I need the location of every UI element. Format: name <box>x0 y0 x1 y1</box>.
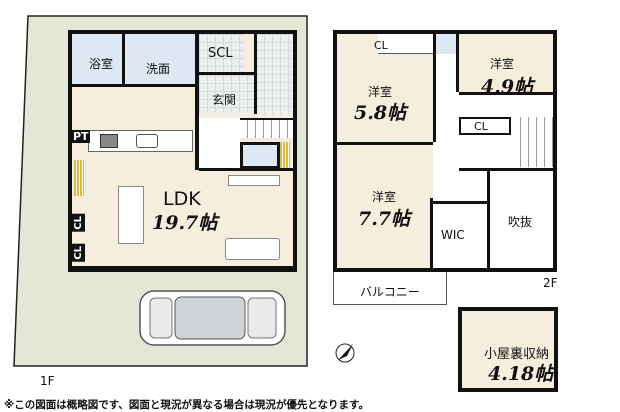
washroom <box>124 34 197 84</box>
floor2-label: 2F <box>543 276 558 290</box>
scl-room <box>199 34 244 72</box>
western-room-1-size: 5.8帖 <box>354 102 407 124</box>
western-room-3 <box>337 145 433 268</box>
toilet-2f <box>436 34 456 54</box>
attic-storage <box>458 307 558 392</box>
western-room-2 <box>459 34 553 92</box>
closet-2 <box>459 117 511 135</box>
sofa <box>225 238 280 260</box>
dining-table <box>118 186 144 244</box>
cl-label-2: CL <box>72 244 85 262</box>
ldk-size: 19.7帖 <box>152 212 218 234</box>
balcony-label: バルコニー <box>360 285 420 299</box>
stove-icon <box>100 134 118 148</box>
void-label: 吹抜 <box>508 215 533 229</box>
stairs <box>240 118 293 138</box>
western-room-3-label: 洋室 <box>372 190 397 204</box>
attic-size: 4.18帖 <box>488 363 554 385</box>
tv-board <box>228 175 280 186</box>
void-area <box>490 171 553 268</box>
entrance-room <box>199 75 254 113</box>
closet-label-2: CL <box>474 120 488 133</box>
floor1-label: 1F <box>40 374 55 388</box>
entrance-label: 玄関 <box>212 93 237 107</box>
western-room-1-label: 洋室 <box>368 85 393 99</box>
scl-label: SCL <box>208 46 233 61</box>
wic-room <box>433 201 489 268</box>
western-room-3-size: 7.7帖 <box>358 208 411 230</box>
stairs-2f <box>513 117 553 167</box>
attic-label: 小屋裏収納 <box>484 347 550 362</box>
closet-label-1: CL <box>374 39 388 52</box>
wic-label: WIC <box>441 228 465 242</box>
entry-porch <box>256 34 293 114</box>
pt-label: PT <box>72 130 90 143</box>
ldk-label: LDK <box>163 188 201 210</box>
sink-icon <box>136 134 158 148</box>
hall <box>199 118 240 170</box>
car-icon <box>139 290 286 346</box>
toilet-room <box>240 142 280 169</box>
western-room-2-size: 4.9帖 <box>481 76 534 98</box>
closet-1 <box>378 34 433 54</box>
washroom-label: 洗面 <box>146 62 171 76</box>
bath-room <box>72 34 122 84</box>
balcony <box>333 272 447 305</box>
north-arrow-icon <box>335 343 355 363</box>
disclaimer-note: ※この図面は概略図です、図面と現況が異なる場合は現況が優先となります。 <box>4 399 370 411</box>
western-room-2-label: 洋室 <box>490 57 515 71</box>
cl-label-1: CL <box>72 214 85 232</box>
bath-label: 浴室 <box>89 57 114 71</box>
